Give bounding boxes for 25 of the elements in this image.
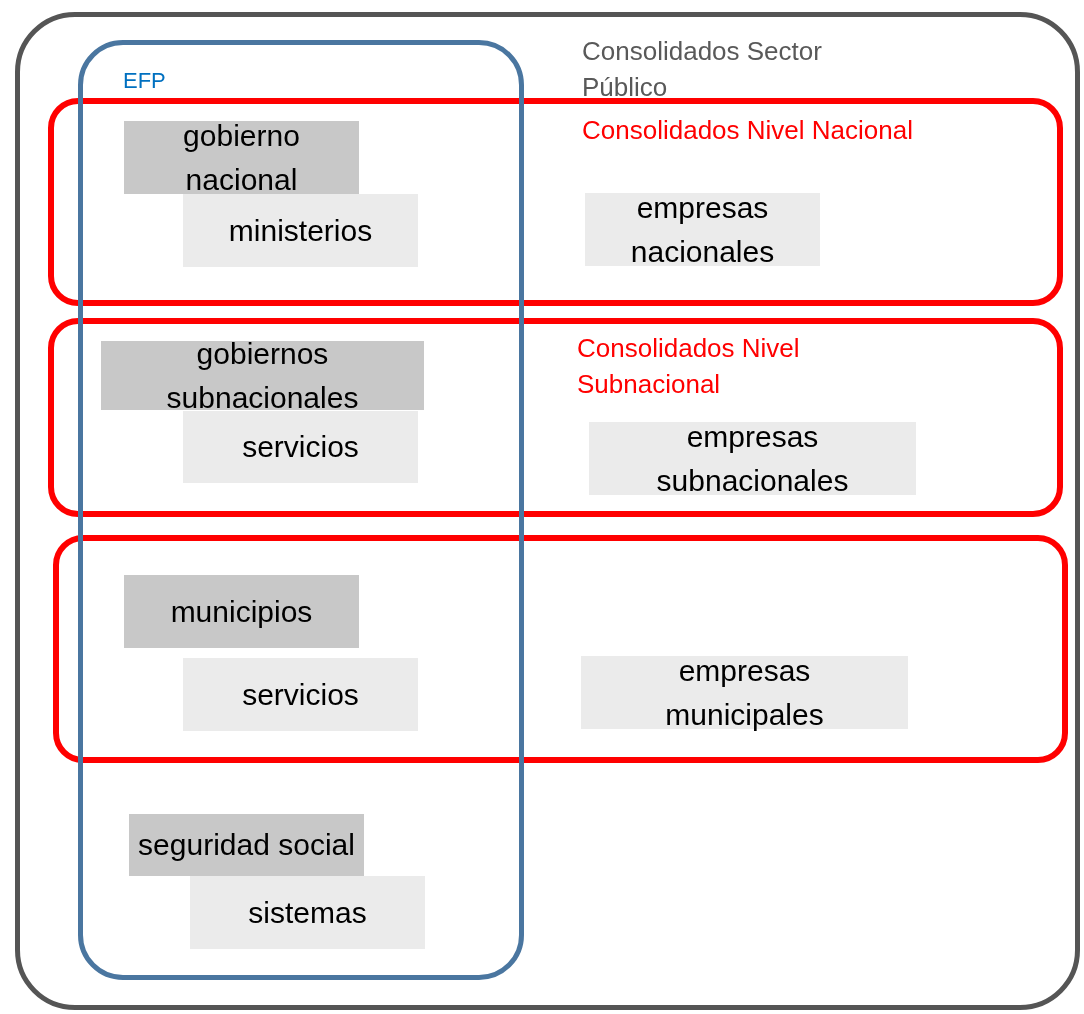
box-label: servicios xyxy=(241,429,360,465)
shaded-box xyxy=(101,341,424,410)
box-label: empresas subnacionales xyxy=(655,418,850,499)
shaded-box xyxy=(183,194,418,267)
group-title: Consolidados Sector Público xyxy=(582,35,823,104)
group-title: Consolidados Nivel Nacional xyxy=(582,114,914,147)
shaded-box xyxy=(129,814,364,876)
group-band xyxy=(48,98,1063,306)
box-label: sistemas xyxy=(247,894,368,931)
box-label: servicios xyxy=(241,676,360,713)
box-label: empresas municipales xyxy=(664,652,825,733)
box-label: municipios xyxy=(169,593,314,630)
box-label: ministerios xyxy=(227,212,374,249)
group-frame xyxy=(15,12,1080,1010)
box-label: empresas nacionales xyxy=(629,189,776,270)
group-title: Consolidados Nivel Subnacional xyxy=(577,332,801,401)
shaded-box xyxy=(124,575,359,648)
shaded-box xyxy=(183,411,418,483)
group-frame xyxy=(78,40,524,980)
box-label: seguridad social xyxy=(137,827,356,863)
shaded-box xyxy=(190,876,425,949)
group-band xyxy=(48,318,1063,517)
shaded-box xyxy=(124,121,359,194)
group-title: EFP xyxy=(123,67,167,95)
group-band xyxy=(53,535,1068,763)
